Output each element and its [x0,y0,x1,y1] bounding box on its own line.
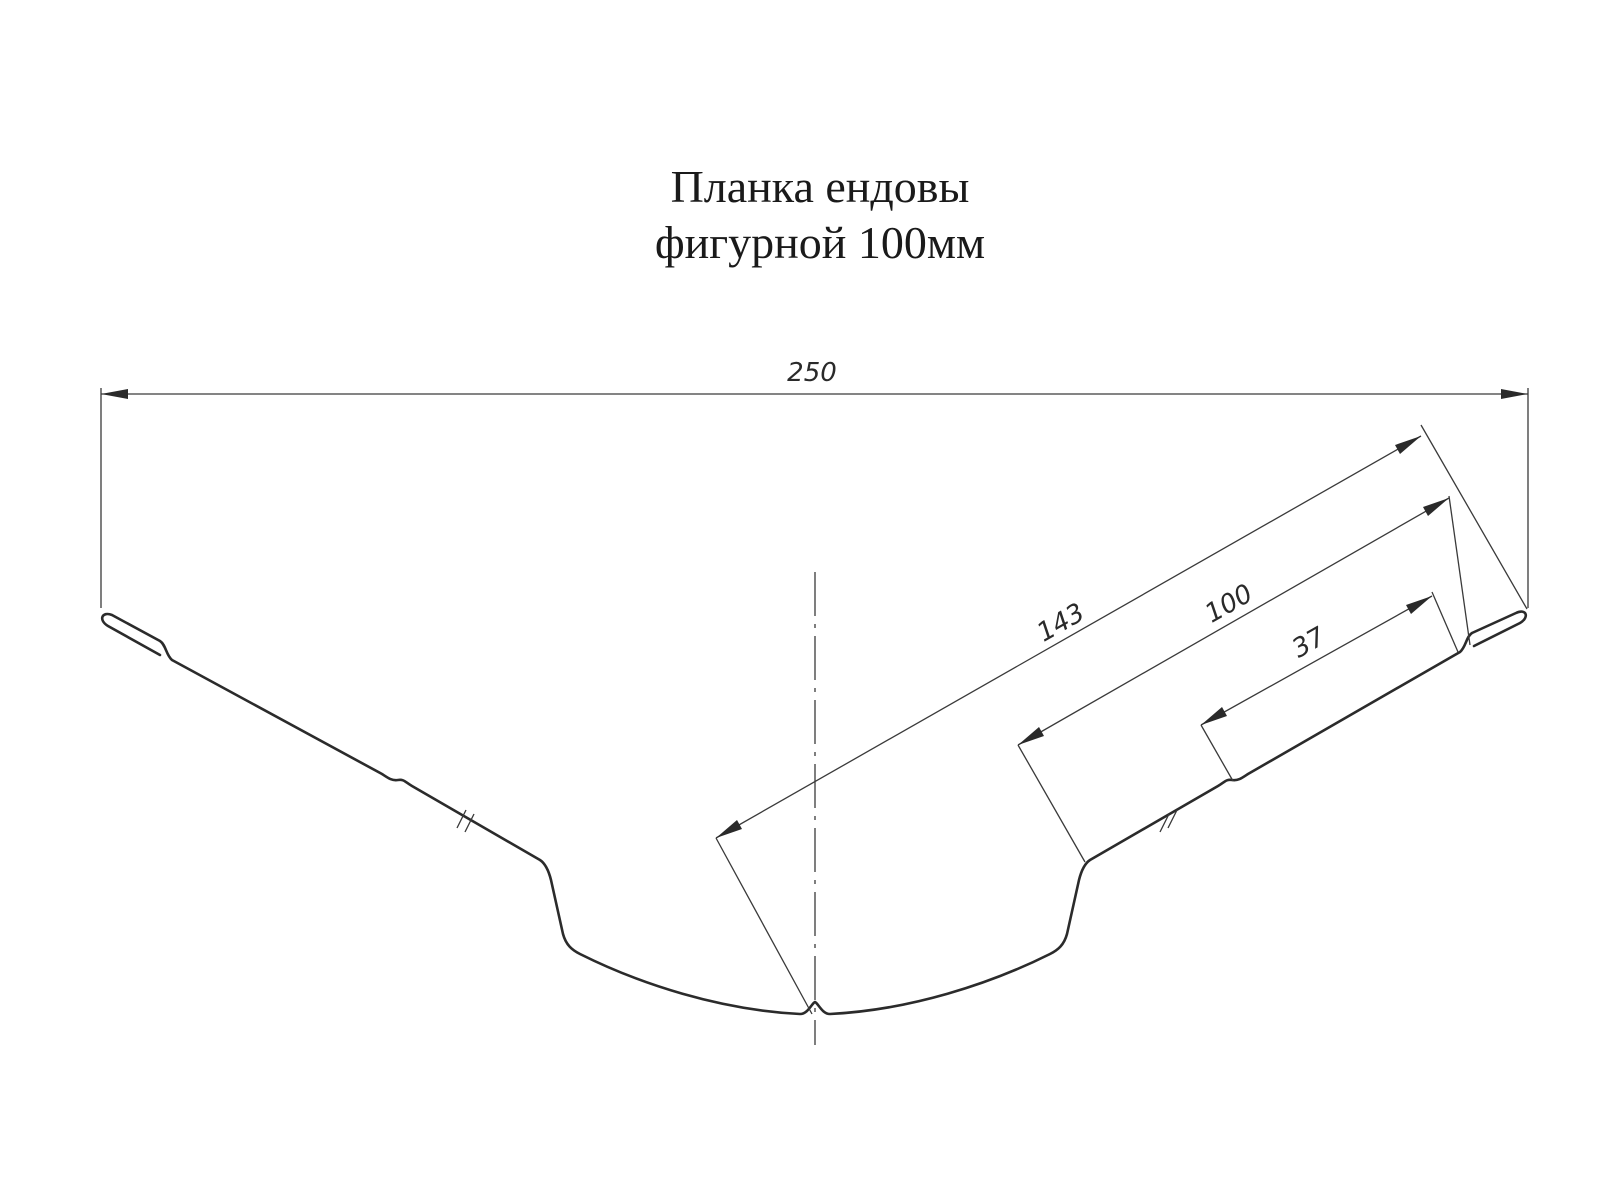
dimension-line-100 [1017,497,1450,746]
extension-line-37-end [1431,591,1459,653]
valley-profile [100,610,1528,1016]
extension-line-143-start [715,837,813,1015]
extension-line-100-end [1448,495,1471,646]
dimension-label-250: 250 [787,358,837,388]
arrowhead-left [101,389,128,399]
drawing-title-line-1: Планка ендовы [671,161,970,212]
dimension-label-37: 37 [1287,622,1331,665]
arrowhead-100-start [1018,727,1044,745]
dimension-total-width: 250 [100,358,1529,608]
extension-line-143-end [1420,424,1528,610]
arrowhead-right [1501,389,1528,399]
arrowhead-143-end [1395,436,1421,454]
extension-line-100-start [1017,744,1086,863]
dimension-short-37: 37 [1200,591,1459,782]
dimension-label-100: 100 [1200,579,1258,630]
dimension-slope-143: 143 [715,424,1528,1015]
arrowhead-37-end [1406,596,1432,614]
break-mark-right [1159,809,1178,833]
dimension-line-143 [715,435,1422,839]
arrowhead-37-start [1201,707,1227,725]
drawing-title-line-2: фигурной 100мм [655,217,985,268]
dimension-inner-100: 100 [1017,495,1471,863]
dimension-line-37 [1200,595,1433,726]
arrowhead-100-end [1423,498,1449,516]
extension-line-37-start [1200,724,1234,782]
break-mark-left [456,809,475,833]
arrowhead-143-start [716,820,742,838]
